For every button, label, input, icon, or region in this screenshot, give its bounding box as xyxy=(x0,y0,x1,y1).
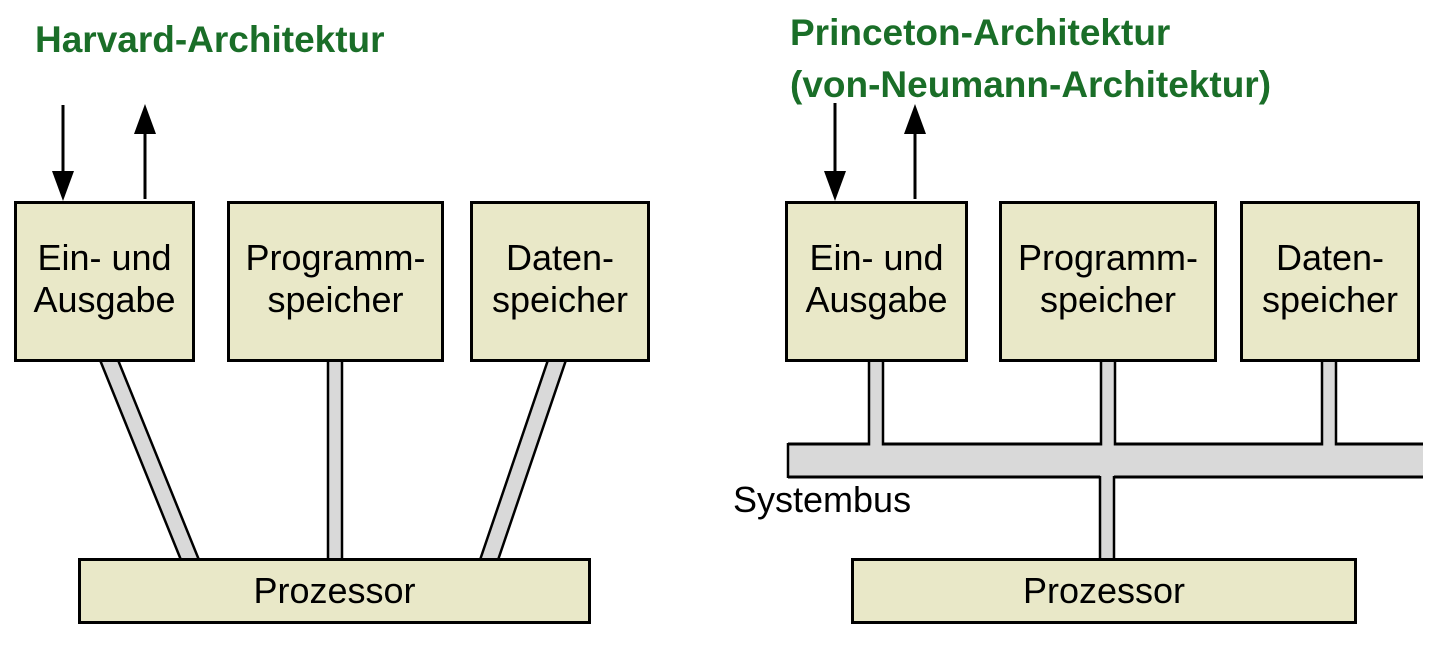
systembus-label: Systembus xyxy=(733,479,912,520)
systembus-bar xyxy=(788,444,1423,477)
princeton-bus-processor-connector xyxy=(1098,475,1116,561)
princeton-input-arrow-icon xyxy=(824,103,846,201)
princeton-data-bus-connector xyxy=(1320,360,1338,447)
princeton-title: Princeton-Architektur (von-Neumann-Archi… xyxy=(790,7,1271,111)
princeton-output-arrow-icon xyxy=(904,104,926,199)
princeton-io-box: Ein- und Ausgabe xyxy=(785,201,968,362)
harvard-title: Harvard-Architektur xyxy=(35,19,385,60)
harvard-data-box: Daten- speicher xyxy=(470,201,650,362)
princeton-data-box: Daten- speicher xyxy=(1240,201,1420,362)
harvard-io-box: Ein- und Ausgabe xyxy=(14,201,195,362)
harvard-program-box: Programm- speicher xyxy=(227,201,444,362)
harvard-output-arrow-icon xyxy=(134,104,156,199)
princeton-program-box: Programm- speicher xyxy=(999,201,1217,362)
harvard-data-processor-connector xyxy=(478,358,568,562)
princeton-title-line1: Princeton-Architektur xyxy=(790,12,1171,53)
princeton-program-bus-connector xyxy=(1099,360,1117,447)
harvard-processor-box: Prozessor xyxy=(78,558,591,624)
princeton-title-line2: (von-Neumann-Architektur) xyxy=(790,64,1272,105)
harvard-input-arrow-icon xyxy=(52,105,74,201)
harvard-io-processor-connector xyxy=(98,358,201,562)
harvard-program-processor-connector xyxy=(326,358,344,562)
princeton-processor-box: Prozessor xyxy=(851,558,1357,624)
princeton-io-bus-connector xyxy=(867,360,885,447)
